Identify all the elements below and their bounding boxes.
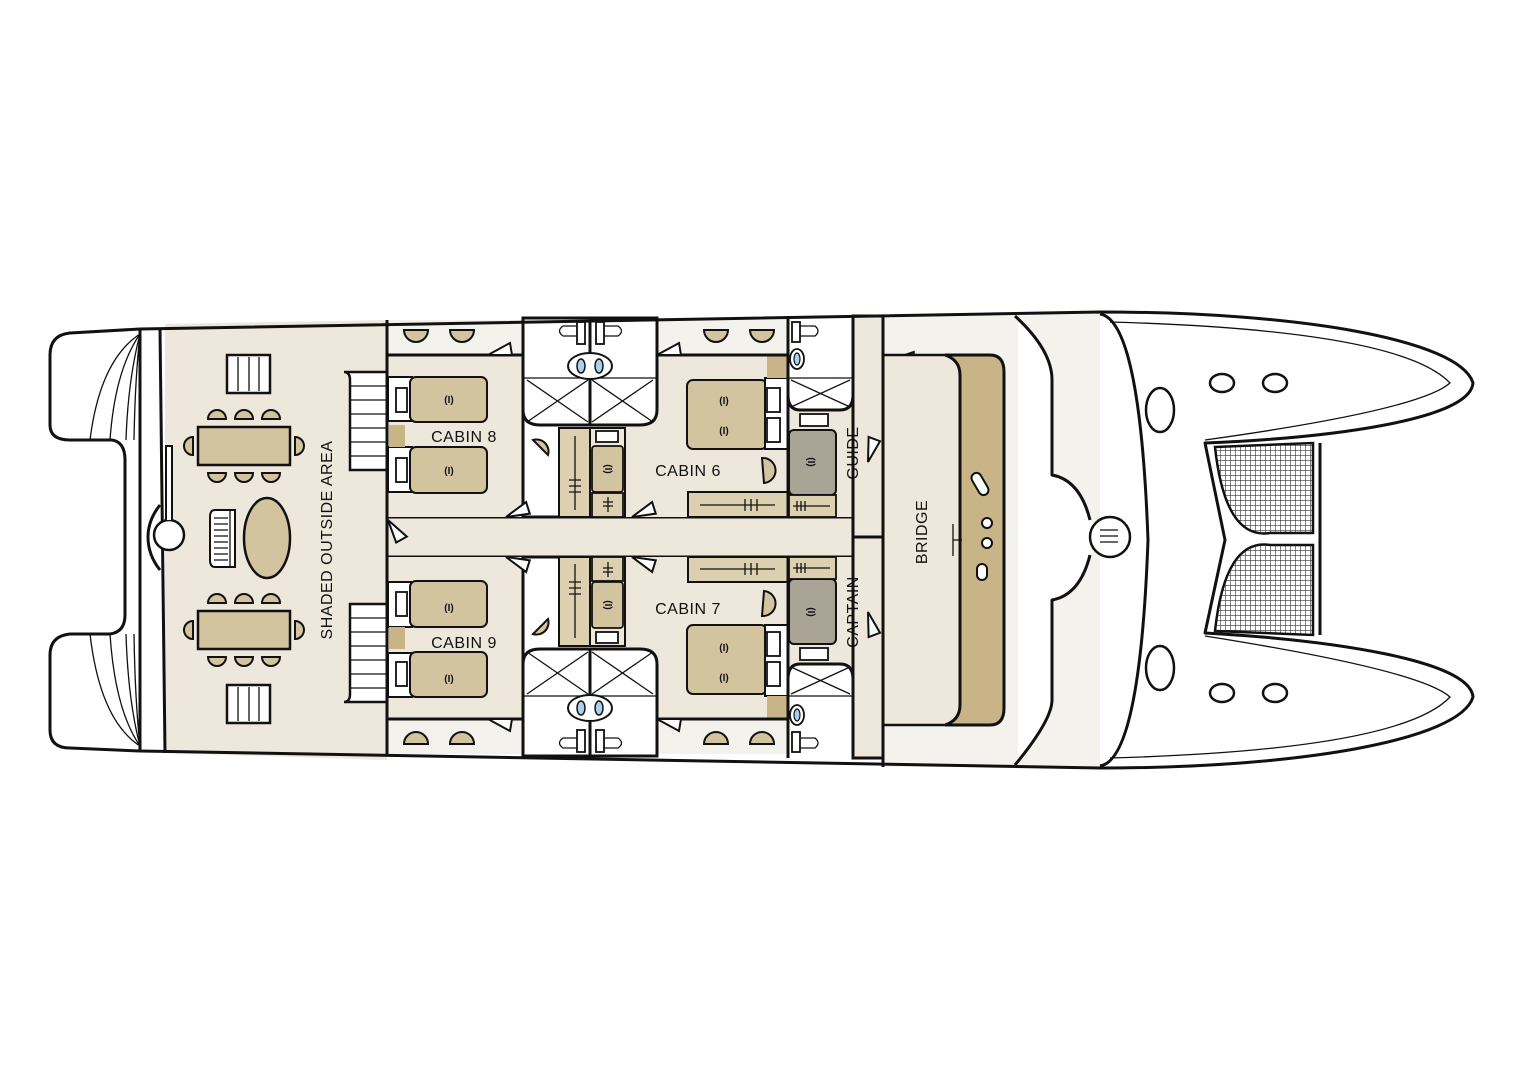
bed-mark: (I) <box>602 600 613 609</box>
bed-mark: (I) <box>444 603 453 614</box>
bed-mark: (I) <box>805 607 816 616</box>
bed-mark: (I) <box>805 457 816 466</box>
trampoline-net <box>1213 441 1315 535</box>
helm-console <box>944 353 1006 727</box>
label-shaded-outside-area: SHADED OUTSIDE AREA <box>319 441 336 640</box>
anchor-winch-icon <box>1088 515 1132 559</box>
label-cabin-6: CABIN 6 <box>655 463 721 480</box>
foredeck <box>1015 312 1101 768</box>
label-cabin-8: CABIN 8 <box>431 429 497 446</box>
trampoline-net <box>1213 543 1315 637</box>
bed-mark: (I) <box>602 464 613 473</box>
bed-mark: (I) <box>719 396 728 407</box>
bed-mark: (I) <box>719 643 728 654</box>
bed-mark: (I) <box>444 466 453 477</box>
label-guide: GUIDE <box>845 426 862 479</box>
central-corridor <box>385 515 885 559</box>
bed-mark: (I) <box>444 674 453 685</box>
label-bridge: BRIDGE <box>914 500 931 564</box>
label-cabin-7: CABIN 7 <box>655 601 721 618</box>
hull-outline <box>48 310 1475 770</box>
bed-marks: (I) (I) (I) (I) (I) (I) (I) (I) (I) (I) … <box>444 395 816 685</box>
starboard-cabins <box>344 316 916 537</box>
port-cabins <box>344 537 916 758</box>
bridge <box>881 316 1006 767</box>
outside-furniture <box>183 353 305 725</box>
label-cabin-9: CABIN 9 <box>431 635 497 652</box>
bow <box>1013 312 1451 768</box>
stern <box>89 327 186 754</box>
label-captain: CAPTAIN <box>845 576 862 648</box>
bed-mark: (I) <box>444 395 453 406</box>
dining-table <box>196 425 292 467</box>
davit-icon <box>152 518 186 552</box>
bed-mark: (I) <box>719 673 728 684</box>
dining-table <box>196 609 292 651</box>
bed-mark: (I) <box>719 426 728 437</box>
